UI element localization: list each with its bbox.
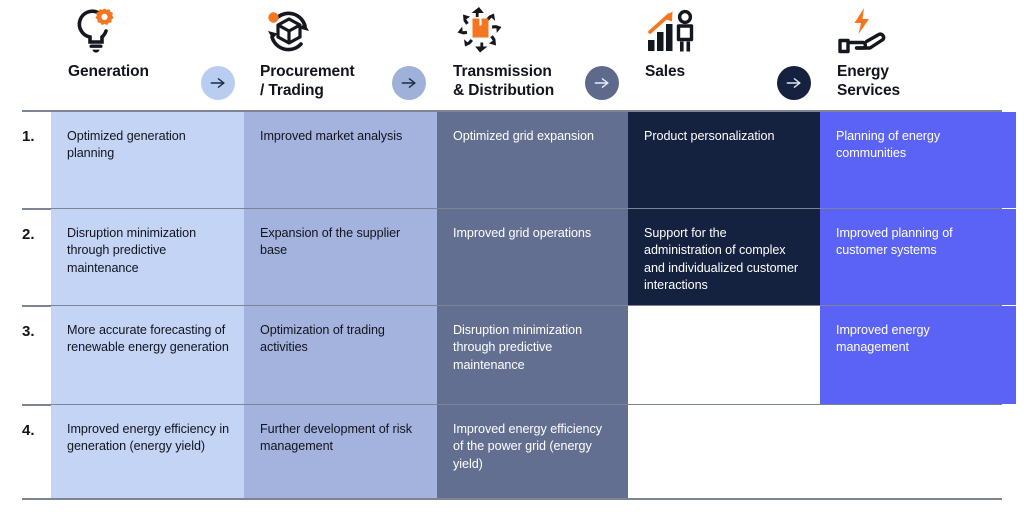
header-label-energy-services: Energy Services: [837, 63, 900, 100]
matrix-cell[interactable]: Product personalization: [628, 112, 820, 208]
matrix-cell-empty: [628, 405, 820, 498]
hand-bolt-icon: [837, 4, 893, 56]
arrow-icon-4[interactable]: [777, 66, 811, 100]
row-divider-top: [22, 110, 1002, 112]
arrow-icon-2[interactable]: [392, 66, 426, 100]
matrix-cell-empty: [820, 405, 1016, 498]
header-column-energy-services[interactable]: Energy Services: [837, 0, 1012, 110]
matrix-cell[interactable]: Optimization of trading activities: [244, 306, 437, 404]
matrix-cell[interactable]: Improved grid operations: [437, 209, 628, 305]
row-number: 2.: [22, 226, 35, 243]
header-column-procurement[interactable]: Procurement / Trading: [260, 0, 440, 110]
matrix-cell[interactable]: Improved energy efficiency in generation…: [51, 405, 244, 498]
header-row: Generation: [0, 0, 1024, 110]
lightbulb-gear-icon: [68, 4, 124, 56]
growth-person-icon: [645, 4, 701, 56]
matrix-cell[interactable]: Disruption minimization through predicti…: [437, 306, 628, 404]
row-divider-bottom: [22, 498, 1002, 500]
matrix-cell-empty: [628, 306, 820, 404]
header-label-procurement: Procurement / Trading: [260, 63, 355, 100]
row-divider-3: [22, 404, 1002, 406]
matrix-cell[interactable]: Disruption minimization through predicti…: [51, 209, 244, 305]
row-number: 1.: [22, 128, 35, 145]
matrix-cell[interactable]: Planning of energy communities: [820, 112, 1016, 208]
matrix-cell[interactable]: Improved planning of customer systems: [820, 209, 1016, 305]
matrix-cell[interactable]: Support for the administration of comple…: [628, 209, 820, 305]
matrix-cell[interactable]: Improved energy management: [820, 306, 1016, 404]
header-label-generation: Generation: [68, 63, 149, 80]
header-label-transmission: Transmission & Distribution: [453, 63, 555, 100]
arrow-icon-3[interactable]: [585, 66, 619, 100]
matrix-cell[interactable]: Further development of risk management: [244, 405, 437, 498]
matrix-cell[interactable]: Optimized grid expansion: [437, 112, 628, 208]
row-number: 4.: [22, 422, 35, 439]
row-divider-1: [22, 208, 1002, 210]
header-column-generation[interactable]: Generation: [68, 0, 248, 110]
matrix-cell[interactable]: Improved market analysis: [244, 112, 437, 208]
header-label-sales: Sales: [645, 63, 686, 80]
row-number: 3.: [22, 323, 35, 340]
matrix-cell[interactable]: Improved energy efficiency of the power …: [437, 405, 628, 498]
row-divider-2: [22, 305, 1002, 307]
grid-distribution-icon: [453, 4, 509, 56]
header-column-sales[interactable]: Sales: [645, 0, 795, 110]
matrix-cell[interactable]: Expansion of the supplier base: [244, 209, 437, 305]
matrix-cell[interactable]: More accurate forecasting of renewable e…: [51, 306, 244, 404]
matrix-grid: 1. 2. 3. 4. Optimized generation plannin…: [0, 110, 1024, 512]
package-cycle-icon: [260, 4, 316, 56]
arrow-icon-1[interactable]: [201, 66, 235, 100]
header-column-transmission[interactable]: Transmission & Distribution: [453, 0, 643, 110]
matrix-cell[interactable]: Optimized generation planning: [51, 112, 244, 208]
